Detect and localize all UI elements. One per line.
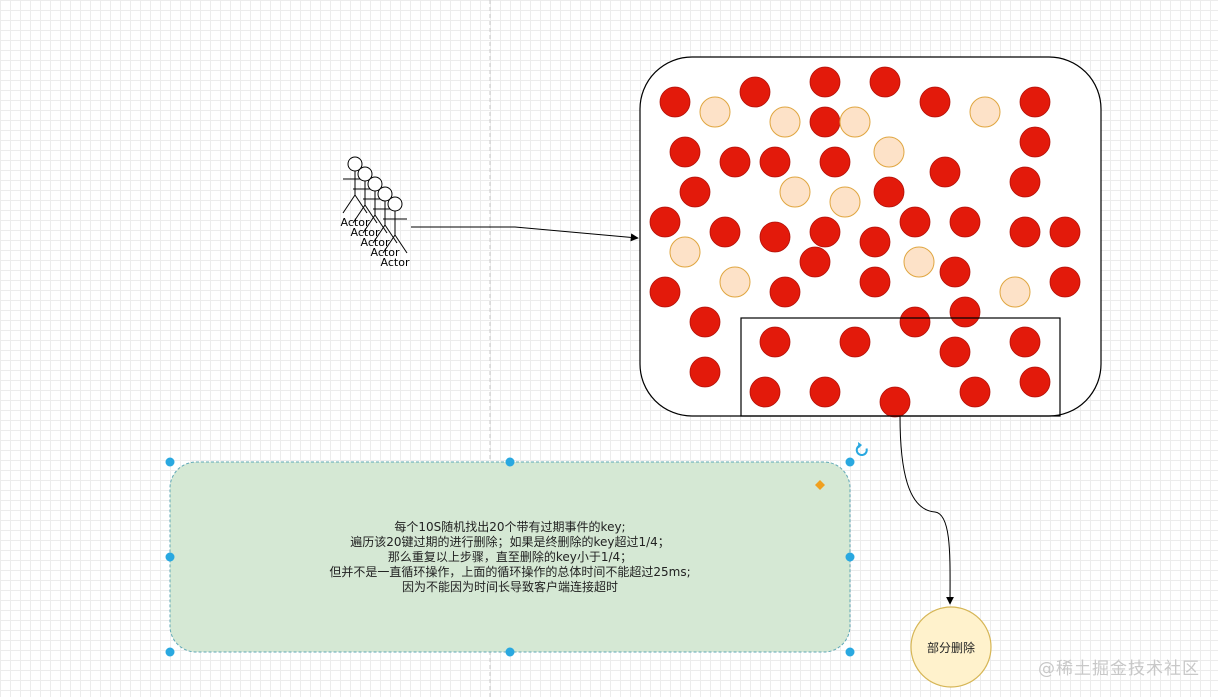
resize-handle[interactable] [165, 647, 175, 657]
delete-flow-arrow[interactable] [899, 415, 955, 605]
expired-key-dot [859, 226, 891, 258]
expired-key-dot [879, 386, 911, 418]
expired-key-dot [689, 306, 721, 338]
expired-key-dot [929, 156, 961, 188]
expired-key-dot [869, 66, 901, 98]
expired-key-dot [679, 176, 711, 208]
resize-handle[interactable] [845, 552, 855, 562]
normal-key-dot [903, 246, 935, 278]
resize-handle[interactable] [165, 457, 175, 467]
expired-key-dot [919, 86, 951, 118]
expired-key-dot [759, 221, 791, 253]
expired-key-dot [649, 206, 681, 238]
actor-label: Actor [361, 236, 390, 249]
expired-key-dot [1049, 216, 1081, 248]
expired-key-dot [1019, 126, 1051, 158]
expired-key-dot [649, 276, 681, 308]
expired-key-dot [939, 336, 971, 368]
partial-delete-label: 部分删除 [926, 640, 975, 655]
expired-key-dot [809, 376, 841, 408]
expired-key-dot [1009, 326, 1041, 358]
actor-label: Actor [381, 256, 410, 269]
normal-key-dot [719, 266, 751, 298]
normal-key-dot [873, 136, 905, 168]
expired-key-dot [719, 146, 751, 178]
expired-key-dot [799, 246, 831, 278]
request-arrow[interactable] [411, 226, 639, 242]
expired-key-dot [819, 146, 851, 178]
normal-key-dot [969, 96, 1001, 128]
actor-figure[interactable]: Actor [361, 176, 390, 249]
expired-key-dot [749, 376, 781, 408]
actor-figure[interactable]: Actor [341, 156, 370, 229]
normal-key-dot [829, 186, 861, 218]
actor-label: Actor [351, 226, 380, 239]
expired-key-dot [899, 206, 931, 238]
actor-figure[interactable]: Actor [381, 196, 410, 269]
resize-handle[interactable] [505, 457, 515, 467]
expired-key-dot [939, 256, 971, 288]
resize-handle[interactable] [165, 552, 175, 562]
expired-key-dot [859, 266, 891, 298]
expired-key-dot [1009, 216, 1041, 248]
expired-key-dot [873, 176, 905, 208]
normal-key-dot [699, 96, 731, 128]
actor-label: Actor [371, 246, 400, 259]
expired-key-dot [809, 66, 841, 98]
expired-key-dot [1019, 86, 1051, 118]
expired-key-dot [669, 136, 701, 168]
normal-key-dot [999, 276, 1031, 308]
expired-key-dot [1009, 166, 1041, 198]
resize-handle[interactable] [845, 457, 855, 467]
expired-key-dot [809, 216, 841, 248]
expired-key-dot [759, 326, 791, 358]
resize-handle[interactable] [505, 647, 515, 657]
selection-handles[interactable] [165, 457, 855, 657]
normal-key-dot [769, 106, 801, 138]
expired-key-dot [689, 356, 721, 388]
actor-label: Actor [341, 216, 370, 229]
normal-key-dot [669, 236, 701, 268]
expired-key-dot [809, 106, 841, 138]
note-box[interactable] [169, 461, 851, 653]
rotate-icon[interactable] [855, 442, 868, 457]
expired-key-dot [1049, 266, 1081, 298]
expired-key-dot [839, 326, 871, 358]
resize-handle[interactable] [845, 647, 855, 657]
expired-key-dot [949, 296, 981, 328]
expired-key-dot [949, 206, 981, 238]
expired-key-dot [769, 276, 801, 308]
actor-figure[interactable]: Actor [371, 186, 400, 259]
normal-key-dot [839, 106, 871, 138]
expired-key-dot [1019, 366, 1051, 398]
watermark: @稀土掘金技术社区 [1038, 659, 1200, 679]
expired-key-dot [709, 216, 741, 248]
normal-key-dot [779, 176, 811, 208]
expired-key-dot [659, 86, 691, 118]
edit-style-icon[interactable] [815, 480, 825, 490]
expired-key-dot [959, 376, 991, 408]
key-set [649, 66, 1081, 418]
expired-key-dot [739, 76, 771, 108]
partial-delete-node[interactable] [910, 606, 992, 688]
expired-key-dot [899, 306, 931, 338]
expired-key-dot [759, 146, 791, 178]
